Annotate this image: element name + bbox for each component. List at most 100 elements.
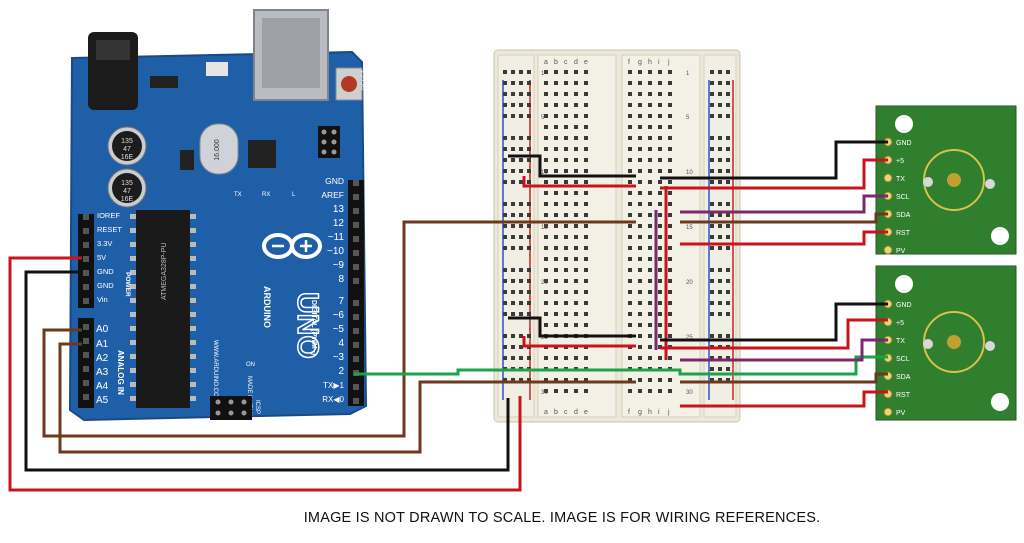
breadboard-hole (628, 92, 632, 96)
breadboard-hole (584, 213, 588, 217)
board-name-label: UNO (291, 292, 324, 359)
wire-5v-red (8, 256, 522, 492)
breadboard-hole (554, 312, 558, 316)
sensor-pin-label: GND (896, 302, 912, 309)
column-letter: f (628, 59, 630, 66)
breadboard-hole (658, 290, 662, 294)
column-letter: e (584, 409, 588, 416)
header-pin (353, 208, 359, 214)
breadboard-hole (544, 103, 548, 107)
row-number: 15 (541, 225, 548, 231)
breadboard-hole (511, 147, 515, 151)
breadboard-hole (511, 180, 515, 184)
breadboard-hole (718, 169, 722, 173)
breadboard-hole (511, 279, 515, 283)
breadboard-hole (584, 235, 588, 239)
breadboard-hole (584, 246, 588, 250)
breadboard-hole (710, 70, 714, 74)
chip-leg (130, 340, 136, 345)
column-letter: g (638, 59, 642, 66)
breadboard-hole (638, 202, 642, 206)
breadboard-hole (648, 81, 652, 85)
breadboard-hole (628, 191, 632, 195)
breadboard-hole (710, 224, 714, 228)
digital-pin-labels: GND AREF 13 12 ~11 ~10 ~9 8 7 ~6 ~5 4 ~3… (310, 176, 345, 404)
breadboard-hole (527, 334, 531, 338)
breadboard-hole (511, 169, 515, 173)
breadboard-hole (628, 389, 632, 393)
sensor-pin-label: SCL (896, 194, 910, 201)
breadboard-hole (564, 136, 568, 140)
breadboard-hole (519, 279, 523, 283)
breadboard-hole (648, 279, 652, 283)
breadboard-hole (564, 202, 568, 206)
breadboard-hole (726, 103, 730, 107)
pin-label-10: ~10 (327, 246, 344, 257)
breadboard-hole (718, 301, 722, 305)
breadboard-hole (638, 235, 642, 239)
breadboard-hole (710, 213, 714, 217)
breadboard-hole (527, 169, 531, 173)
breadboard-hole (574, 92, 578, 96)
wire-s1-gnd-black (660, 140, 888, 180)
sensor-1-mount-hole (895, 115, 913, 133)
breadboard-hole (718, 268, 722, 272)
breadboard-hole (527, 180, 531, 184)
row-number: 10 (686, 170, 693, 176)
breadboard-hole (668, 202, 672, 206)
chip-leg (130, 256, 136, 261)
header-pin (83, 214, 89, 220)
breadboard-hole (584, 389, 588, 393)
row-number: 5 (541, 115, 545, 121)
breadboard-hole (668, 323, 672, 327)
breadboard-hole (519, 224, 523, 228)
breadboard-hole (718, 92, 722, 96)
header-pin (353, 250, 359, 256)
breadboard-hole (554, 290, 558, 294)
digital-header (348, 180, 364, 406)
sensor-pin-label: TX (896, 176, 905, 183)
breadboard-hole (628, 125, 632, 129)
chip-leg (190, 228, 196, 233)
breadboard-hole (554, 378, 558, 382)
breadboard-hole (503, 301, 507, 305)
sensor-pin-label: PV (896, 248, 906, 255)
row-number: 20 (541, 280, 548, 286)
breadboard-hole (574, 301, 578, 305)
breadboard-hole (726, 279, 730, 283)
breadboard-hole (668, 334, 672, 338)
wire-gnd-black (24, 270, 510, 472)
breadboard-hole (564, 356, 568, 360)
breadboard-hole (554, 257, 558, 261)
row-number: 30 (541, 390, 548, 396)
sensor-pin-label: +5 (896, 320, 904, 327)
breadboard-hole (511, 378, 515, 382)
header-pin (353, 222, 359, 228)
pin-label-12: 12 (333, 218, 345, 229)
breadboard-hole (527, 279, 531, 283)
breadboard-hole (628, 378, 632, 382)
sensor-1-center (947, 173, 961, 187)
breadboard-hole (658, 147, 662, 151)
breadboard-hole (511, 202, 515, 206)
breadboard-hole (511, 70, 515, 74)
breadboard-hole (511, 356, 515, 360)
breadboard-hole (574, 70, 578, 74)
breadboard-hole (519, 312, 523, 316)
breadboard-hole (584, 70, 588, 74)
reset-label: RESET (362, 70, 368, 90)
breadboard-hole (668, 136, 672, 140)
breadboard-hole (527, 356, 531, 360)
breadboard-hole (527, 312, 531, 316)
breadboard-hole (668, 180, 672, 184)
breadboard-hole (638, 268, 642, 272)
sensor-pin-label: PV (896, 410, 906, 417)
breadboard-hole (668, 235, 672, 239)
breadboard-hole (511, 92, 515, 96)
breadboard-hole (648, 356, 652, 360)
breadboard-hole (564, 323, 568, 327)
breadboard-hole (658, 125, 662, 129)
breadboard-hole (710, 180, 714, 184)
breadboard-hole (554, 147, 558, 151)
breadboard-holes (503, 70, 730, 393)
